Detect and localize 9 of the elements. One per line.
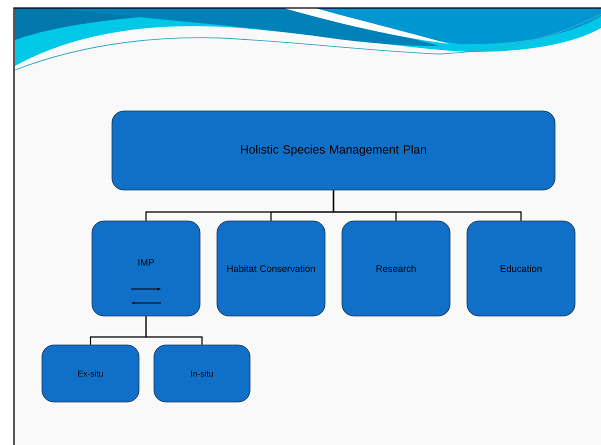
process-box: IMP xyxy=(92,220,200,316)
process-box: Research xyxy=(342,220,450,316)
process-box: In-situ xyxy=(154,344,250,402)
process-box: Habitat Conservation xyxy=(216,220,326,316)
connector-line xyxy=(332,190,522,221)
process-box: Holistic Species Management Plan xyxy=(112,110,556,190)
connector-line xyxy=(145,316,203,345)
process-box: Education xyxy=(466,220,576,316)
process-box: Ex-situ xyxy=(42,344,140,402)
